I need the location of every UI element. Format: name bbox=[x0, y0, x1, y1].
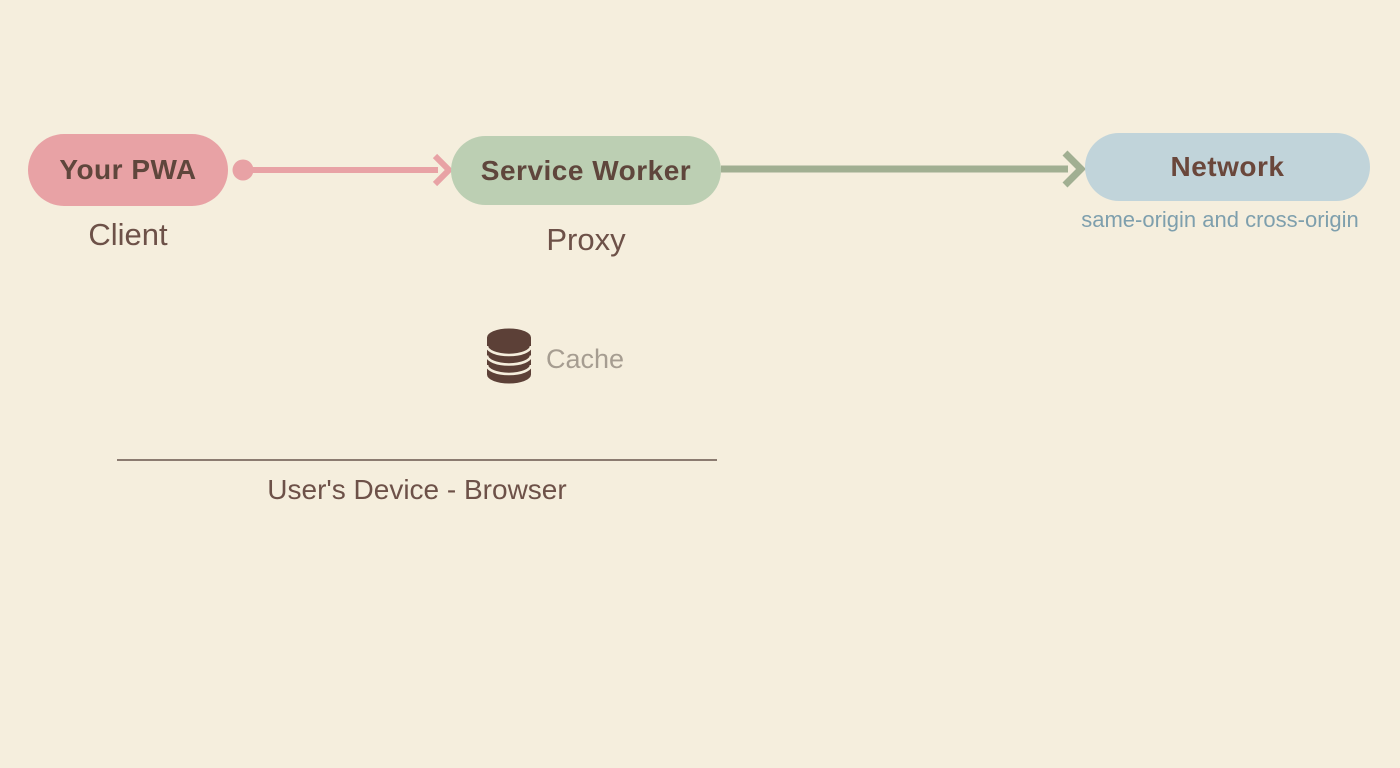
cache-label: Cache bbox=[546, 344, 625, 374]
caption-network-origins: same-origin and cross-origin bbox=[1081, 207, 1359, 232]
node-network: Network bbox=[1085, 133, 1370, 201]
service-worker-to-network-arrowhead-icon bbox=[1062, 150, 1086, 188]
device-boundary-label: User's Device - Browser bbox=[267, 474, 567, 505]
database-icon bbox=[486, 328, 532, 384]
node-your-pwa-label: Your PWA bbox=[59, 154, 197, 185]
node-network-label: Network bbox=[1170, 151, 1285, 182]
caption-proxy: Proxy bbox=[546, 222, 626, 257]
node-your-pwa: Your PWA bbox=[28, 134, 228, 206]
device-boundary-line bbox=[117, 459, 717, 461]
database-icon-separator bbox=[486, 364, 532, 376]
database-icon-separator bbox=[486, 345, 532, 357]
pwa-to-service-worker-arrowhead-icon bbox=[432, 153, 454, 187]
database-icon-separator bbox=[486, 355, 532, 366]
node-service-worker: Service Worker bbox=[451, 136, 721, 205]
pwa-arrow-origin-dot bbox=[232, 159, 254, 181]
caption-client: Client bbox=[88, 217, 168, 252]
node-service-worker-label: Service Worker bbox=[480, 154, 692, 186]
